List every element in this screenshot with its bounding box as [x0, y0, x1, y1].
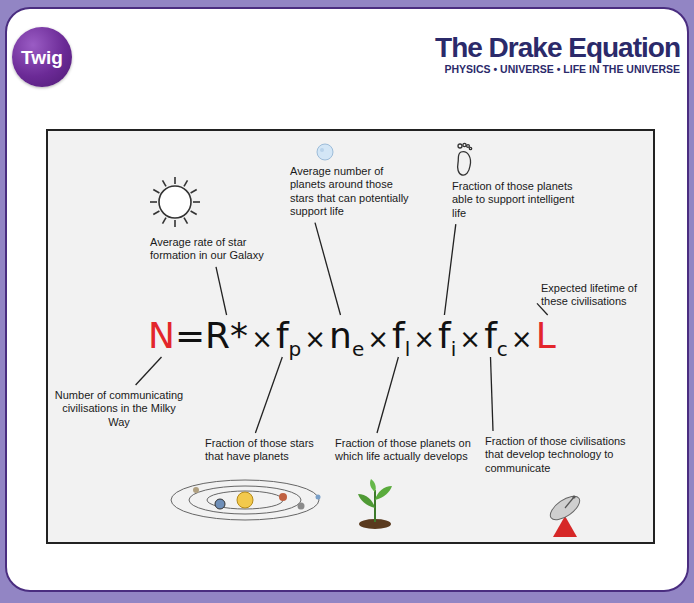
leader-line: [377, 357, 398, 433]
equation-term: =: [175, 318, 205, 354]
solar-system-icon: [171, 480, 321, 520]
equation-term: L: [536, 318, 556, 354]
equation-operator: ×: [511, 326, 533, 352]
leader-line: [255, 357, 282, 433]
annotation: Average number of planets around those s…: [290, 165, 415, 219]
equation-term: f: [438, 318, 451, 354]
equation-operator: ×: [304, 326, 326, 352]
annotation: Average rate of star formation in our Ga…: [150, 236, 270, 263]
sun-icon: [150, 177, 200, 227]
plant-icon: [358, 479, 392, 529]
equation-subscript: i: [451, 339, 457, 359]
satellite-dish-icon: [546, 492, 583, 537]
equation-term: R*: [205, 318, 248, 354]
footprint-icon: [458, 143, 472, 175]
title: The Drake Equation: [435, 34, 680, 62]
logo-text: Twig: [21, 48, 63, 67]
annotation: Fraction of those stars that have planet…: [205, 437, 317, 464]
annotation: Expected lifetime of these civilisations: [541, 282, 649, 309]
equation-term: f: [276, 318, 289, 354]
leader-line: [315, 223, 341, 315]
equation-term: n: [329, 318, 352, 354]
equation-operator: ×: [459, 326, 481, 352]
annotation: Fraction of those planets on which life …: [335, 437, 475, 464]
equation-subscript: c: [497, 339, 508, 359]
equation-term: f: [392, 318, 405, 354]
equation-operator: ×: [251, 326, 273, 352]
leader-line: [216, 267, 227, 315]
leader-line: [444, 224, 455, 315]
leader-line: [136, 357, 162, 385]
equation-subscript: e: [352, 339, 364, 359]
equation-panel: [47, 130, 654, 543]
logo-circle: Twig: [12, 27, 72, 87]
leader-line: [491, 357, 494, 431]
equation-operator: ×: [413, 326, 435, 352]
equation-term: f: [484, 318, 497, 354]
white-panel: [6, 8, 688, 591]
subtitle: PHYSICS • UNIVERSE • LIFE IN THE UNIVERS…: [445, 64, 680, 75]
equation-operator: ×: [367, 326, 389, 352]
annotation: Number of communicating civilisations in…: [50, 389, 188, 429]
equation-term: N: [148, 318, 175, 354]
equation-subscript: p: [289, 339, 302, 359]
equation: N=R*×fp×ne×fl×fi×fc×L: [148, 318, 556, 354]
planet-icon: [317, 144, 333, 160]
annotation: Fraction of those civilisations that dev…: [485, 435, 645, 475]
annotation: Fraction of those planets able to suppor…: [452, 180, 577, 220]
equation-subscript: l: [405, 339, 411, 359]
